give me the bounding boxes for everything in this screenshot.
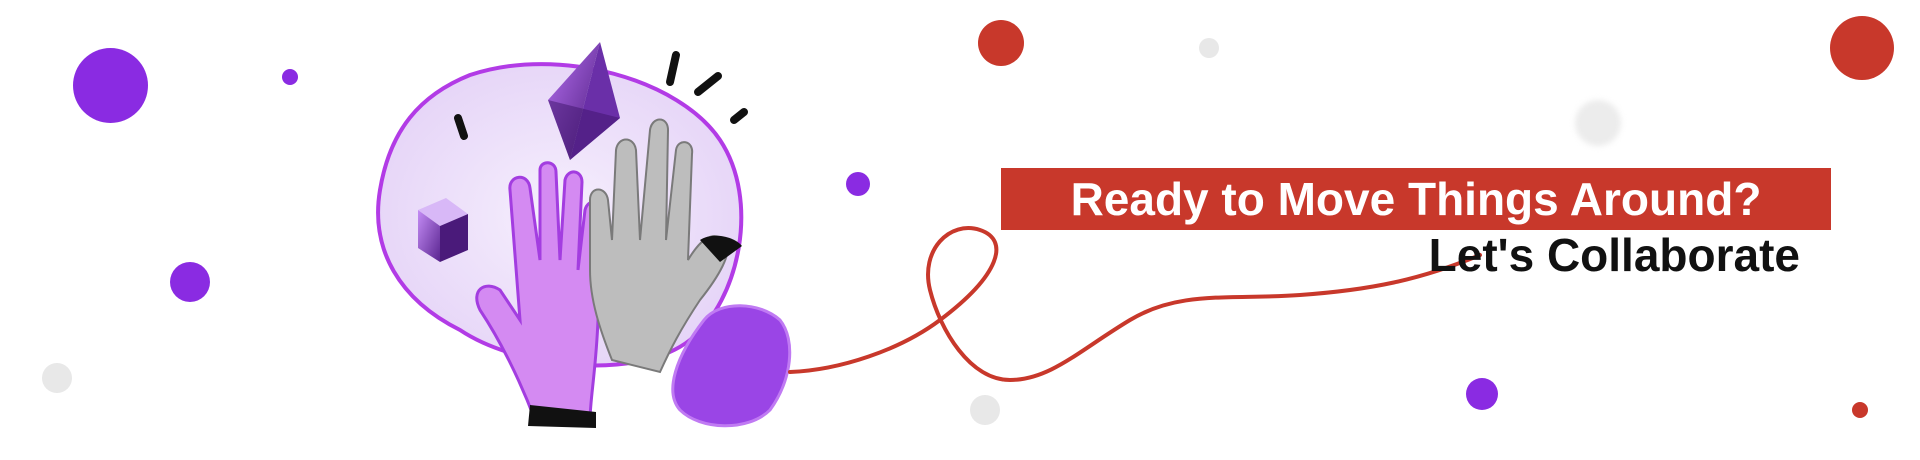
purple-ball (671, 304, 792, 428)
purple-dot-large (73, 48, 148, 123)
purple-dot-center (846, 172, 870, 196)
spark-marks (454, 51, 748, 140)
gray-dot-left (42, 363, 72, 393)
red-thread (788, 226, 1482, 383)
gray-hand (589, 118, 729, 374)
gray-dot-top (1199, 38, 1219, 58)
purple-dot-small (282, 69, 298, 85)
headline-banner: Ready to Move Things Around? (1001, 168, 1831, 230)
cube-icon (418, 198, 468, 262)
gray-dot-blurred (1575, 100, 1621, 146)
purple-cuff (528, 405, 596, 428)
gem-icon (548, 42, 620, 160)
purple-dot-bottom-right (1466, 378, 1498, 410)
headline-text: Ready to Move Things Around? (1070, 173, 1762, 225)
subheadline-text: Let's Collaborate (1428, 229, 1800, 281)
purple-dot-medium (170, 262, 210, 302)
red-dot-small (1852, 402, 1868, 418)
gray-dot-bottom (970, 395, 1000, 425)
red-dot-top (978, 20, 1024, 66)
gray-cuff (700, 235, 742, 262)
red-dot-right (1830, 16, 1894, 80)
